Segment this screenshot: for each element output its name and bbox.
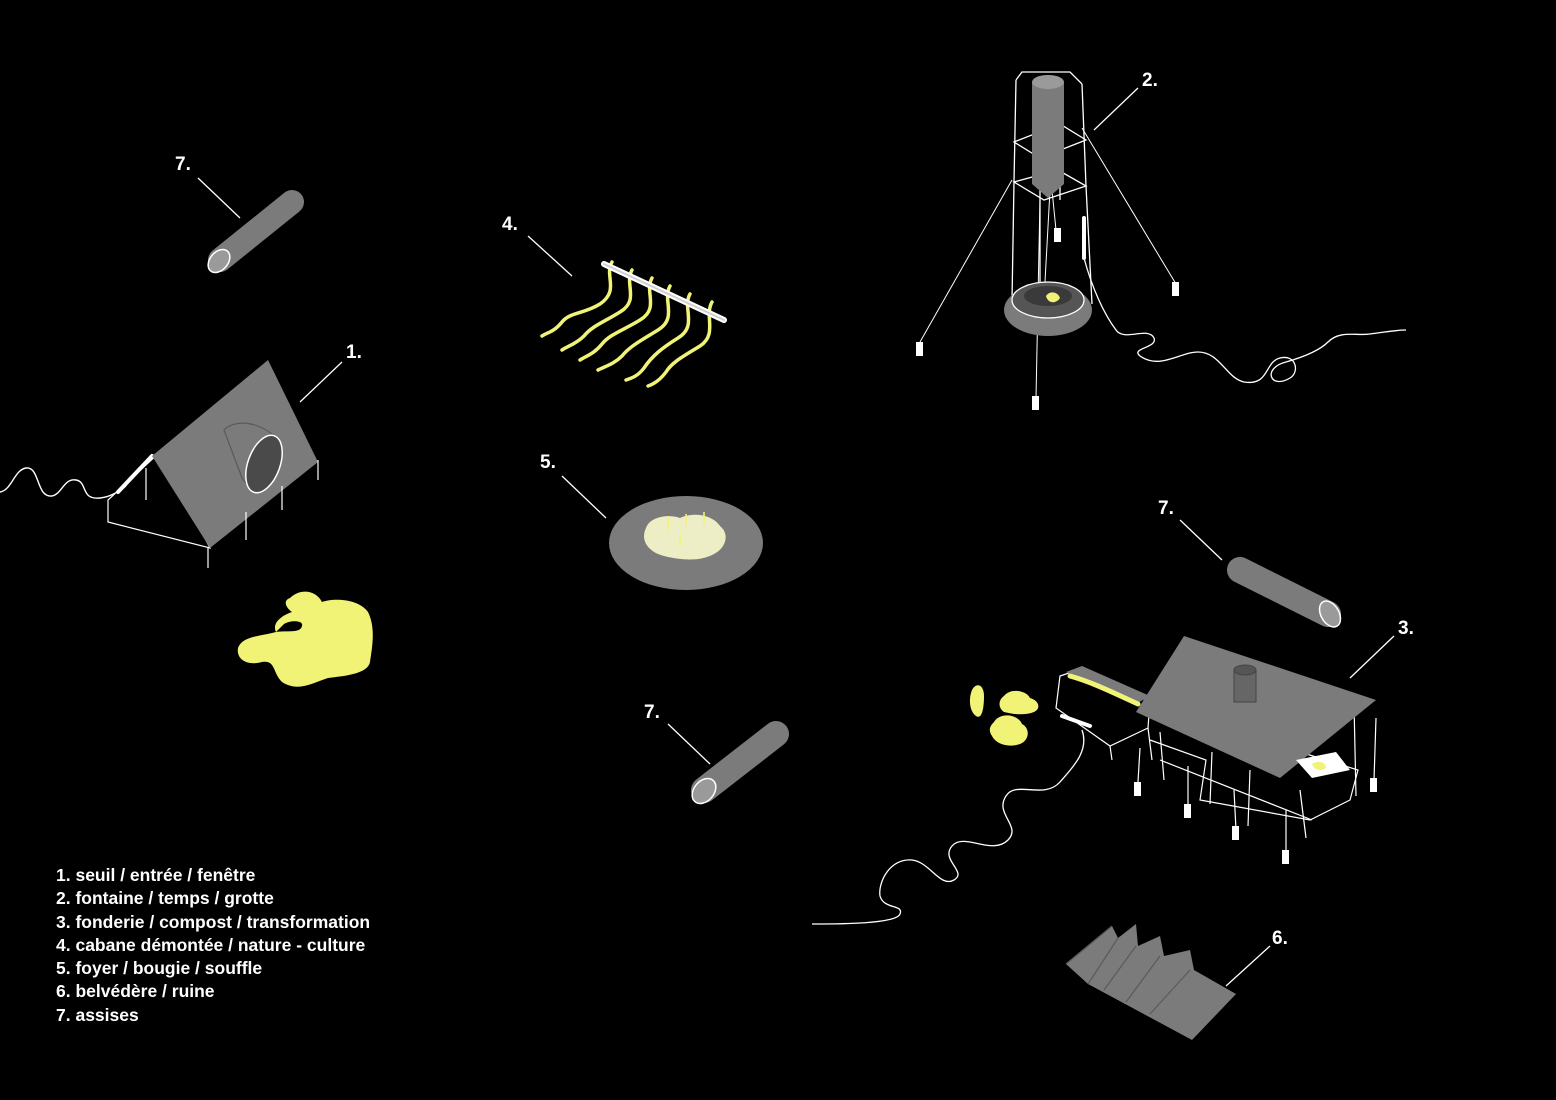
leader-line-7a — [197, 177, 241, 219]
legend-item-6: 6. belvédère / ruine — [56, 981, 215, 1002]
seat-log-bottom — [691, 721, 789, 805]
foundry-compost — [811, 636, 1377, 925]
label-1: 1. — [346, 342, 362, 363]
hearth-plate — [609, 496, 763, 590]
seat-log-top-left — [207, 190, 304, 274]
legend-item-4: 4. cabane démontée / nature - culture — [56, 934, 366, 955]
legend-item-1: 1. seuil / entrée / fenêtre — [56, 865, 256, 885]
dismantled-hut — [540, 260, 727, 388]
leader-line-2 — [1093, 87, 1139, 131]
leader-line-3 — [1349, 635, 1395, 679]
seat-log-right — [1227, 557, 1342, 628]
label-5: 5. — [540, 452, 556, 473]
label-7a: 7. — [175, 154, 191, 175]
label-2: 2. — [1142, 70, 1158, 91]
label-7c: 7. — [644, 702, 660, 723]
fountain-tower — [916, 71, 1407, 410]
leader-line-7b — [1179, 519, 1223, 561]
legend-item-5: 5. foyer / bougie / souffle — [56, 958, 263, 979]
label-4: 4. — [502, 214, 518, 235]
belvedere-ruin — [1065, 924, 1236, 1040]
leader-line-1 — [299, 361, 343, 403]
legend-item-2: 2. fontaine / temps / grotte — [56, 888, 274, 909]
legend-item-3: 3. fonderie / compost / transformation — [56, 911, 371, 932]
leader-line-6 — [1225, 945, 1271, 987]
leader-line-5 — [561, 475, 607, 519]
label-6: 6. — [1272, 928, 1288, 949]
yellow-blob-large — [237, 591, 373, 687]
legend-item-7: 7. assises — [56, 1004, 139, 1025]
label-7b: 7. — [1158, 498, 1174, 519]
legend: 1. seuil / entrée / fenêtre 2. fontaine … — [56, 864, 370, 1027]
leader-line-4 — [527, 235, 573, 277]
tent-threshold — [0, 360, 319, 568]
label-3: 3. — [1398, 618, 1414, 639]
leader-line-7c — [667, 723, 711, 765]
